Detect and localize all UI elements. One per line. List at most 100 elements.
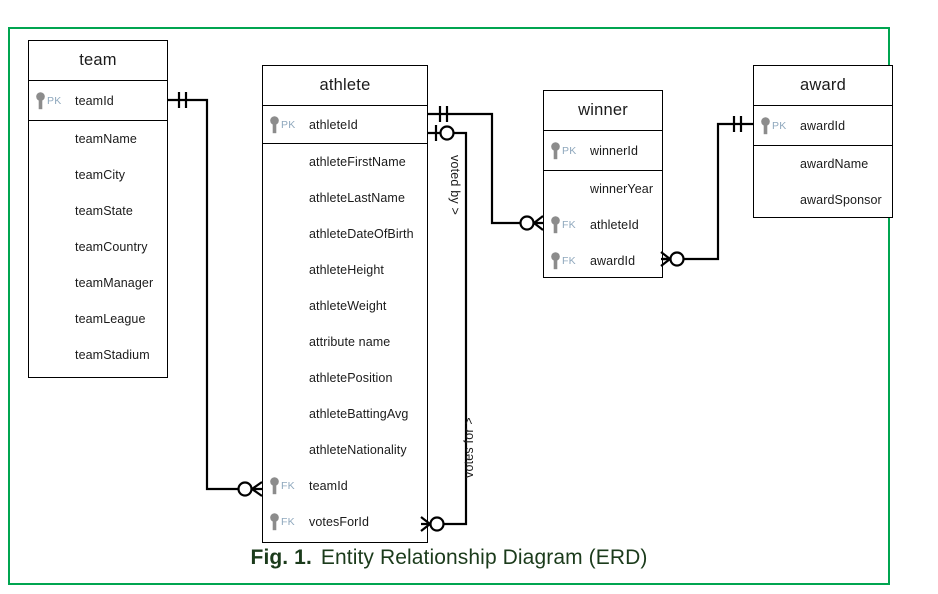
foreign-key-icon: FK <box>263 477 309 495</box>
attribute-name: athleteLastName <box>309 191 406 205</box>
attribute-row: teamCity <box>29 157 167 193</box>
foreign-key-icon: FK <box>263 513 309 531</box>
key-glyph-icon <box>551 216 560 234</box>
attribute-name: teamState <box>75 204 133 218</box>
attribute-name: athleteFirstName <box>309 155 406 169</box>
attribute-name: teamCity <box>75 168 126 182</box>
key-glyph-icon <box>551 252 560 270</box>
attribute-name: teamLeague <box>75 312 146 326</box>
entity-attributes-team: teamName teamCity teamState teamCountry team… <box>29 121 167 373</box>
foreign-key-icon: FK <box>544 252 590 270</box>
attribute-name: teamManager <box>75 276 154 290</box>
attribute-row: teamStadium <box>29 337 167 373</box>
key-type-label: PK <box>772 119 787 132</box>
attribute-row: athleteFirstName <box>263 144 427 180</box>
attribute-row: teamLeague <box>29 301 167 337</box>
attribute-row: PK awardId <box>754 106 892 146</box>
key-type-label: FK <box>281 515 295 528</box>
attribute-row: athleteBattingAvg <box>263 396 427 432</box>
attribute-name: teamCountry <box>75 240 148 254</box>
primary-key-icon: PK <box>754 117 800 135</box>
attribute-name: teamStadium <box>75 348 150 362</box>
attribute-row: PK winnerId <box>544 131 662 171</box>
entity-pk-section-winner: PK winnerId <box>544 131 662 171</box>
attribute-name: winnerYear <box>590 182 654 196</box>
attribute-name: awardId <box>800 119 846 133</box>
attribute-name: awardId <box>590 254 636 268</box>
key-glyph-icon <box>761 117 770 135</box>
key-type-label: FK <box>281 479 295 492</box>
attribute-row: attribute name <box>263 324 427 360</box>
key-type-label: PK <box>281 118 296 131</box>
primary-key-icon: PK <box>544 142 590 160</box>
attribute-row: teamState <box>29 193 167 229</box>
attribute-name: teamId <box>309 479 348 493</box>
figure-caption: Fig. 1. Entity Relationship Diagram (ERD) <box>8 546 890 570</box>
primary-key-icon: PK <box>29 92 75 110</box>
foreign-key-icon: FK <box>544 216 590 234</box>
attribute-name: athleteHeight <box>309 263 384 277</box>
attribute-row: athleteHeight <box>263 252 427 288</box>
attribute-row: FK athleteId <box>544 207 662 243</box>
attribute-row: athleteLastName <box>263 180 427 216</box>
attribute-row: awardName <box>754 146 892 182</box>
attribute-name: awardName <box>800 157 869 171</box>
entity-attributes-athlete: athleteFirstName athleteLastName athleteDa… <box>263 144 427 540</box>
attribute-name: awardSponsor <box>800 193 882 207</box>
entity-title-athlete: athlete <box>263 66 427 106</box>
key-type-label: FK <box>562 254 576 267</box>
attribute-name: athletePosition <box>309 371 393 385</box>
attribute-row: athleteWeight <box>263 288 427 324</box>
key-glyph-icon <box>36 92 45 110</box>
attribute-row: winnerYear <box>544 171 662 207</box>
entity-title-team: team <box>29 41 167 81</box>
figure-caption-text: Entity Relationship Diagram (ERD) <box>320 546 648 569</box>
key-type-label: PK <box>47 94 62 107</box>
attribute-row: FK awardId <box>544 243 662 279</box>
attribute-row: teamName <box>29 121 167 157</box>
attribute-row: FK teamId <box>263 468 427 504</box>
attribute-row: athleteDateOfBirth <box>263 216 427 252</box>
primary-key-icon: PK <box>263 116 309 134</box>
attribute-row: athleteNationality <box>263 432 427 468</box>
entity-title-winner: winner <box>544 91 662 131</box>
entity-pk-section-award: PK awardId <box>754 106 892 146</box>
attribute-name: athleteBattingAvg <box>309 407 409 421</box>
entity-pk-section-team: PK teamId <box>29 81 167 121</box>
attribute-row: teamCountry <box>29 229 167 265</box>
attribute-name: teamName <box>75 132 137 146</box>
attribute-name: athleteId <box>590 218 639 232</box>
attribute-row: PK teamId <box>29 81 167 121</box>
attribute-row: athletePosition <box>263 360 427 396</box>
attribute-name: teamId <box>75 94 114 108</box>
key-type-label: PK <box>562 144 577 157</box>
entity-title-award: award <box>754 66 892 106</box>
key-type-label: FK <box>562 218 576 231</box>
attribute-name: athleteId <box>309 118 358 132</box>
attribute-row: awardSponsor <box>754 182 892 218</box>
relationship-label-votes-for: votes for > <box>462 417 476 478</box>
key-glyph-icon <box>270 513 279 531</box>
entity-pk-section-athlete: PK athleteId <box>263 106 427 144</box>
key-glyph-icon <box>551 142 560 160</box>
attribute-name: attribute name <box>309 335 391 349</box>
figure-number: Fig. 1. <box>250 546 312 569</box>
key-glyph-icon <box>270 477 279 495</box>
attribute-name: athleteWeight <box>309 299 387 313</box>
attribute-name: winnerId <box>590 144 639 158</box>
relationship-label-voted-by: voted by > <box>448 155 462 216</box>
attribute-row: teamManager <box>29 265 167 301</box>
attribute-row: PK athleteId <box>263 106 427 144</box>
attribute-name: athleteDateOfBirth <box>309 227 414 241</box>
attribute-name: athleteNationality <box>309 443 407 457</box>
entity-attributes-award: awardName awardSponsor <box>754 146 892 218</box>
key-glyph-icon <box>270 116 279 134</box>
figure-border <box>8 27 890 585</box>
